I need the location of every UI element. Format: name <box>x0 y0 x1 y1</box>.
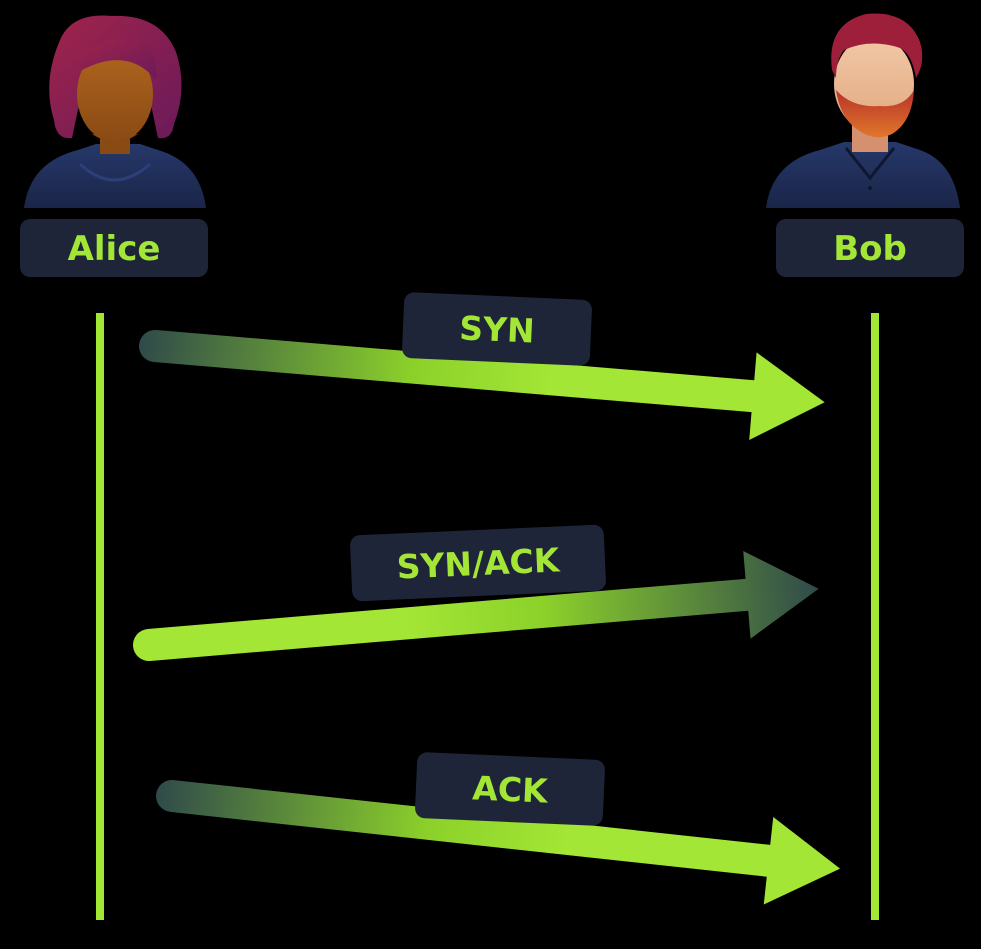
bob-name-label: Bob <box>833 229 907 269</box>
ack-label: ACK <box>471 768 549 810</box>
ack-arrow <box>156 780 841 905</box>
alice-lifeline <box>96 313 104 920</box>
synack-arrow <box>133 550 819 661</box>
alice-name-label: Alice <box>68 229 161 269</box>
woman-avatar-icon <box>24 15 206 208</box>
syn-label-badge <box>402 292 592 366</box>
bob-lifeline <box>871 313 879 920</box>
ack-label-badge <box>415 752 605 826</box>
syn-label: SYN <box>459 308 536 350</box>
bearded-man-avatar-icon <box>766 13 960 208</box>
syn-arrow <box>139 330 825 441</box>
synack-message <box>133 550 819 661</box>
synack-label: SYN/ACK <box>396 540 562 586</box>
synack-label-badge <box>350 524 606 602</box>
syn-message <box>139 330 825 441</box>
alice-name-badge <box>20 219 208 277</box>
ack-message <box>156 780 841 905</box>
bob-name-badge <box>776 219 964 277</box>
